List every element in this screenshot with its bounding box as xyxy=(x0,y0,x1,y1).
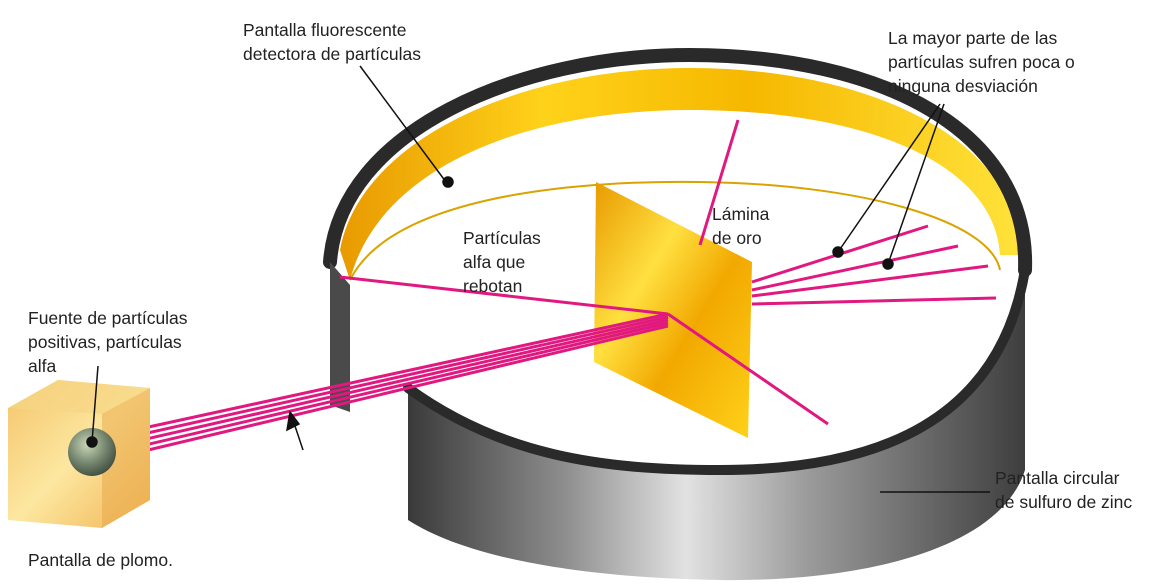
gold-foil xyxy=(594,182,752,438)
ring-front-rim xyxy=(403,265,1030,476)
leader-lines xyxy=(86,65,990,493)
label-lead-screen: Pantalla de plomo. xyxy=(28,550,173,570)
ring-floor-edge xyxy=(349,180,1001,281)
label-fluorescent-screen: Pantalla fluorescente detectora de partí… xyxy=(243,20,422,64)
ring-slit-left-wall xyxy=(330,262,350,412)
label-alpha-source: Fuente de partículas positivas, partícul… xyxy=(28,308,188,376)
label-zinc-sulfide-screen: Pantalla circular de sulfuro de zinc xyxy=(995,468,1133,512)
lead-screen-cube xyxy=(8,380,150,528)
scattered-rays xyxy=(339,119,997,426)
alpha-beam xyxy=(97,312,669,464)
label-bouncing-alpha: Partículas alfa que rebotan xyxy=(463,228,541,296)
zinc-sulfide-screen-outer-wall xyxy=(408,270,1025,581)
alpha-source-sphere xyxy=(68,428,116,476)
fluorescent-screen-inner-wall xyxy=(340,68,1020,280)
label-gold-foil: Lámina de oro xyxy=(712,204,770,248)
label-most-particles: La mayor parte de las partículas sufren … xyxy=(888,28,1075,96)
ring-rim xyxy=(323,47,1033,277)
